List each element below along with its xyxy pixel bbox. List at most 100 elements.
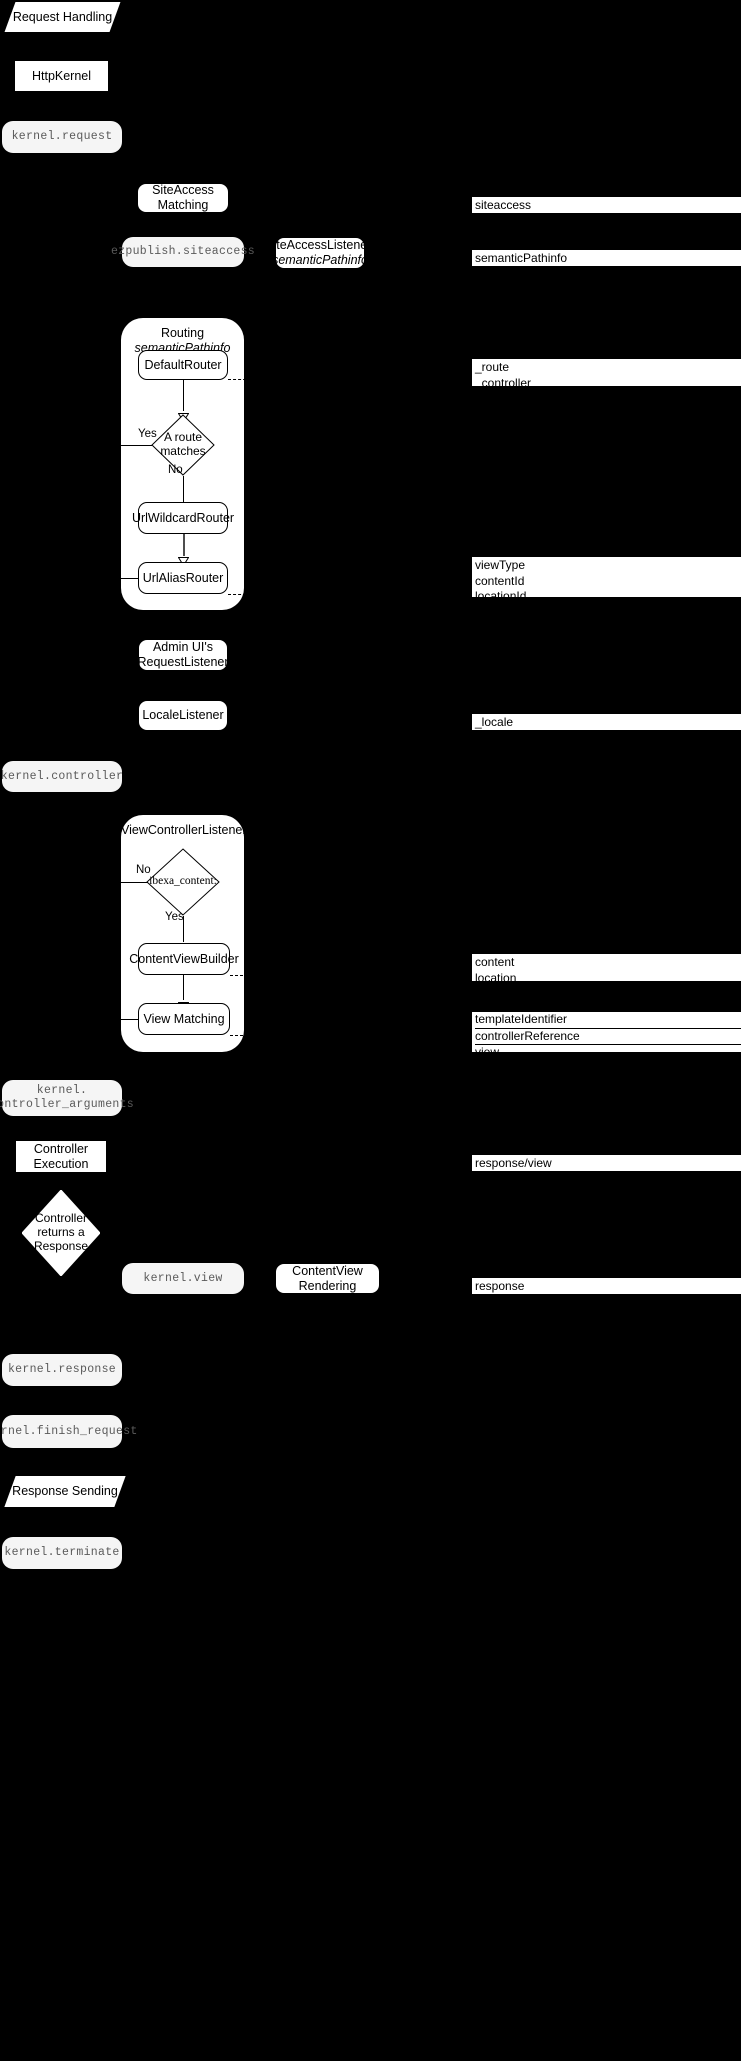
- node-siteaccess-matching: SiteAccess Matching: [137, 183, 229, 213]
- node-label: DefaultRouter: [144, 357, 222, 372]
- connector-urlwildcard-to-urlalias: [183, 534, 185, 556]
- edge-label-route-matches-yes: Yes: [138, 428, 157, 440]
- event-label: kernel.finish_request: [0, 1424, 138, 1438]
- variable-box-response-view: response/view: [471, 1154, 741, 1172]
- diamond-shape: [151, 414, 215, 476]
- node-label-line1: Admin UI's: [152, 640, 214, 655]
- phase-label: Response Sending: [12, 1484, 118, 1499]
- event-label: kernel.response: [7, 1363, 117, 1377]
- connector-ibexa-no: [121, 882, 148, 883]
- dashed-connector-contentviewbuilder: [230, 975, 478, 976]
- node-controller-execution: Controller Execution: [16, 1141, 106, 1172]
- variable-box-view-content-location: viewType contentId locationId: [471, 556, 741, 603]
- variable-row: content: [475, 955, 515, 969]
- dashed-connector-urlalias: [228, 594, 478, 595]
- variable-row: _controller: [475, 375, 532, 390]
- node-label-line2: RequestListener: [137, 655, 229, 669]
- variable-row: view: [475, 1044, 741, 1061]
- variable-row: locationId: [475, 589, 527, 604]
- variable-row: templateIdentifier: [475, 1012, 568, 1026]
- event-label: kernel.request: [11, 130, 113, 144]
- dashed-connector-default-router: [228, 379, 478, 380]
- variable-row: location: [475, 970, 517, 985]
- event-label: kernel.terminate: [4, 1546, 120, 1560]
- variable-box-route-controller: _route _controller: [471, 358, 741, 390]
- variable-row: _route: [475, 360, 510, 374]
- diamond-shape: [22, 1190, 100, 1276]
- node-siteaccess-listener: SiteAccessListener: semanticPathinfo: [265, 237, 375, 269]
- event-label: kernel.view: [143, 1271, 223, 1285]
- event-label: ezpublish.siteaccess: [110, 245, 256, 259]
- phase-banner-request-handling: Request Handling: [4, 2, 121, 32]
- variable-row: response: [475, 1279, 525, 1293]
- node-label: Controller Execution: [33, 1141, 89, 1171]
- node-label-line2: semanticPathinfo: [272, 253, 368, 267]
- decision-label: Controller returns a Response: [22, 1190, 100, 1276]
- decision-line1: ibexa_content:: [149, 875, 217, 888]
- variable-row: contentId: [475, 573, 525, 588]
- node-view-matching: View Matching: [138, 1003, 230, 1035]
- node-default-router: DefaultRouter: [138, 350, 228, 380]
- variable-box-response: response: [471, 1277, 741, 1295]
- event-label: kernel.controller: [0, 769, 124, 783]
- variable-row: _locale: [475, 715, 514, 729]
- connector-defaultrouter-to-decision: [183, 380, 184, 411]
- node-url-wildcard-router: UrlWildcardRouter: [132, 502, 234, 534]
- decision-line3: Response: [33, 1238, 89, 1253]
- phase-label: Request Handling: [12, 9, 113, 24]
- variable-box-siteaccess: siteaccess: [471, 196, 741, 214]
- node-label: LocaleListener: [142, 708, 224, 723]
- event-label-line1: kernel.: [36, 1084, 88, 1098]
- group-title-line1: ViewControllerListener: [121, 823, 247, 837]
- node-label: ContentView Rendering: [292, 1263, 363, 1293]
- connector-contentviewbuilder-to-viewmatching: [183, 975, 184, 1000]
- variable-row: siteaccess: [475, 198, 532, 212]
- arrowhead-open-urlalias: [178, 553, 189, 562]
- variable-row: controllerReference: [475, 1027, 741, 1045]
- variable-row: viewType: [475, 558, 526, 572]
- connector-decision-to-urlwildcard: [183, 476, 184, 503]
- event-label-line2: controller_arguments: [0, 1098, 135, 1111]
- decision-line1: A route: [163, 430, 202, 445]
- variable-row: response/view: [475, 1156, 552, 1170]
- decision-a-route-matches: A route matches: [151, 414, 215, 476]
- decision-line2: returns a: [37, 1225, 85, 1240]
- node-label: SiteAccess Matching: [152, 183, 214, 212]
- node-content-view-builder: ContentViewBuilder: [129, 943, 239, 975]
- node-http-kernel: HttpKernel: [15, 61, 108, 91]
- edge-label-ibexa-content-yes: Yes: [165, 911, 184, 923]
- event-kernel-terminate: kernel.terminate: [2, 1537, 122, 1569]
- variable-box-semanticpathinfo: semanticPathinfo: [471, 249, 741, 267]
- decision-label: A route matches: [151, 414, 215, 476]
- edge-label-route-matches-no: No: [168, 464, 183, 476]
- connector-ibexa-to-contentviewbuilder: [183, 916, 184, 942]
- decision-line2: matches: [160, 444, 206, 458]
- variable-box-template-controller-view: templateIdentifier controllerReference v…: [471, 1011, 741, 1059]
- event-kernel-response: kernel.response: [2, 1354, 122, 1386]
- decision-ibexa-content: ibexa_content:: [146, 848, 220, 916]
- edge-label-ibexa-content-no: No: [136, 864, 151, 876]
- variable-row: semanticPathinfo: [475, 251, 568, 265]
- connector-viewmatching-left: [121, 1019, 139, 1020]
- node-admin-ui-request-listener: Admin UI's RequestListener: [137, 639, 229, 671]
- decision-line1: Controller: [34, 1211, 87, 1226]
- phase-banner-response-sending: Response Sending: [4, 1476, 126, 1507]
- node-label: UrlAliasRouter: [142, 570, 224, 585]
- node-locale-listener: LocaleListener: [138, 700, 228, 731]
- group-title-line1-prefix: Routing: [160, 326, 205, 340]
- dashed-connector-viewmatching: [230, 1035, 478, 1036]
- connector-route-yes: [121, 445, 152, 446]
- event-kernel-finish-request: kernel.finish_request: [0, 1415, 137, 1448]
- node-label: View Matching: [143, 1011, 225, 1026]
- connector-urlalias-left: [121, 578, 139, 579]
- node-label: UrlWildcardRouter: [131, 510, 235, 525]
- event-kernel-view: kernel.view: [122, 1263, 244, 1294]
- decision-label: ibexa_content:: [146, 848, 220, 916]
- variable-box-content-location: content location: [471, 953, 741, 985]
- node-label: ContentViewBuilder: [129, 951, 239, 966]
- decision-controller-returns-response: Controller returns a Response: [22, 1190, 100, 1276]
- group-title: ViewControllerListener: [121, 823, 247, 838]
- node-url-alias-router: UrlAliasRouter: [138, 562, 228, 594]
- diamond-shape: [146, 848, 220, 916]
